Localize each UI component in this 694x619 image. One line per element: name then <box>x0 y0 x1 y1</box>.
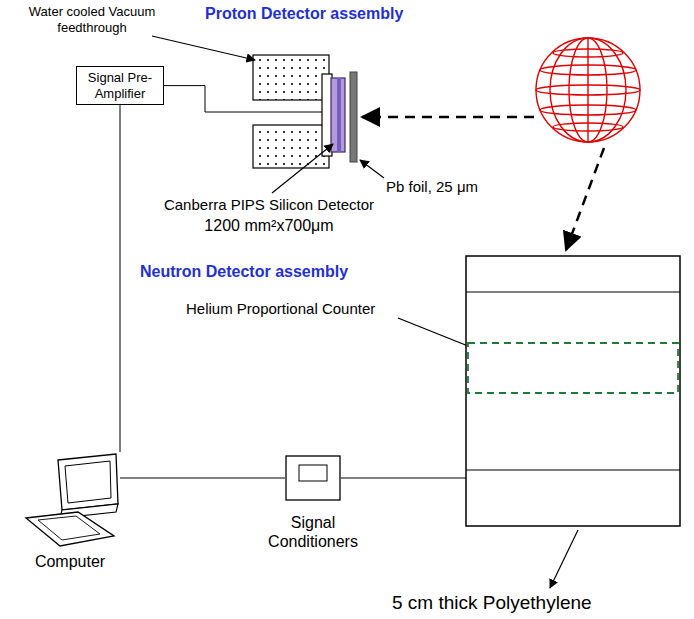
amplifier-box: Signal Pre-Amplifier <box>76 66 164 105</box>
part-label: 5 cm thick Polyethylene <box>392 592 592 615</box>
feedthrough-block <box>253 55 329 100</box>
section-heading: Proton Detector assembly <box>205 4 403 23</box>
dimension-label: 1200 mm²x700μm <box>140 216 398 235</box>
signal-wire <box>341 478 466 479</box>
silicon-detector-layer <box>337 78 341 152</box>
node-text: Computer <box>20 552 120 571</box>
helium-counter <box>468 343 678 393</box>
proton-path <box>362 116 534 119</box>
signal-conditioner-node: Signal Conditioners <box>258 455 368 551</box>
leader-arrow <box>550 530 578 588</box>
pb-foil <box>350 72 357 162</box>
computer-icon <box>20 452 120 552</box>
part-label: Helium Proportional Counter <box>186 300 375 318</box>
silicon-detector <box>331 78 345 152</box>
node-text: Signal Pre-Amplifier <box>79 70 161 101</box>
leader-arrow <box>152 36 255 60</box>
part-label: Water cooled Vacuum feedthrough <box>28 4 156 35</box>
signal-wire <box>120 105 121 452</box>
signal-wire <box>164 86 322 112</box>
node-text: Signal Conditioners <box>258 513 368 551</box>
polyethylene-layer <box>466 291 680 292</box>
polyethylene-block <box>466 256 680 526</box>
leader-arrow <box>272 144 333 193</box>
polyethylene-layer <box>466 469 680 470</box>
source-sphere <box>536 38 640 142</box>
computer-node: Computer <box>20 452 120 575</box>
feedthrough-block <box>253 125 329 168</box>
section-heading: Neutron Detector assembly <box>140 262 348 281</box>
part-label: Pb foil, 25 μm <box>386 178 478 196</box>
signal-wire <box>120 478 285 479</box>
neutron-path <box>566 148 604 250</box>
leader-arrow <box>360 160 384 178</box>
part-label: Canberra PIPS Silicon Detector <box>140 196 398 214</box>
conditioner-icon <box>285 455 341 501</box>
